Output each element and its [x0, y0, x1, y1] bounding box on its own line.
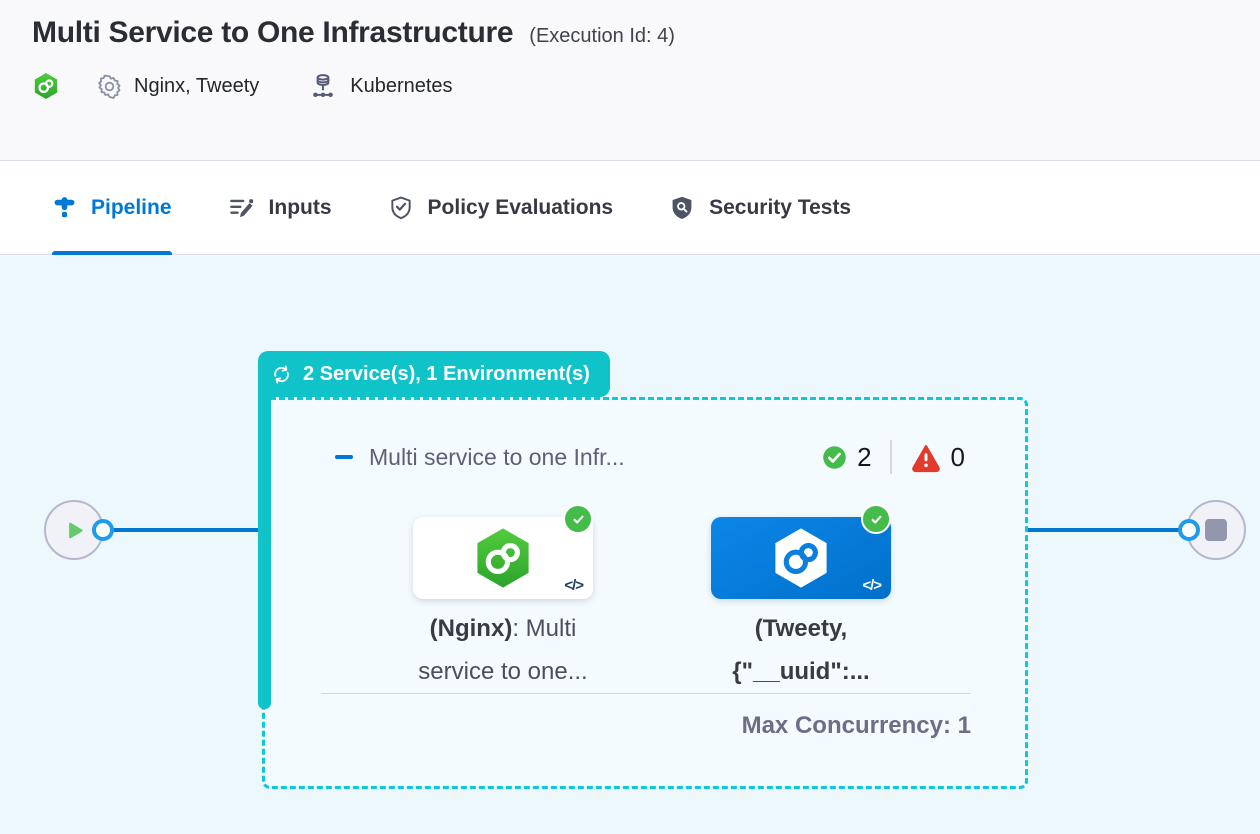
title-row: Multi Service to One Infrastructure (Exe… [32, 16, 1236, 50]
error-count: 0 [950, 441, 965, 472]
service-card-nginx[interactable]: </> [413, 504, 593, 599]
services-label: Nginx, Tweety [134, 74, 260, 97]
tab-policy-evaluations[interactable]: Policy Evaluations [388, 161, 614, 255]
tab-inputs-label: Inputs [268, 195, 332, 219]
tab-pipeline-label: Pipeline [91, 195, 172, 219]
execution-tabbar: Pipeline Inputs Policy Evaluations [0, 161, 1260, 255]
success-count: 2 [857, 441, 872, 472]
harness-service-icon [769, 526, 833, 590]
stage-group-box[interactable]: Multi service to one Infr... 2 [262, 397, 1028, 789]
start-node-port [92, 519, 114, 541]
kubernetes-icon [309, 72, 337, 100]
execution-id: (Execution Id: 4) [529, 25, 675, 47]
pipeline-canvas[interactable]: 2 Service(s), 1 Environment(s) Multi ser… [0, 255, 1260, 833]
service-name: (Tweety, [754, 615, 848, 642]
stage-title[interactable]: Multi service to one Infr... [369, 443, 625, 470]
environment-label: Kubernetes [350, 74, 453, 97]
stop-icon [1205, 519, 1227, 541]
tab-security-tests-label: Security Tests [709, 195, 852, 219]
tab-security-tests[interactable]: Security Tests [669, 161, 851, 255]
code-icon: </> [564, 577, 584, 594]
shield-search-icon [669, 195, 695, 221]
harness-service-icon [32, 72, 60, 100]
inputs-edit-icon [228, 194, 255, 221]
matrix-stage-badge[interactable]: 2 Service(s), 1 Environment(s) [258, 351, 610, 397]
success-check-badge [861, 504, 891, 534]
page-title: Multi Service to One Infrastructure [32, 16, 514, 49]
service-name: (Nginx) [429, 615, 513, 642]
pipeline-meta-row: Nginx, Tweety Kubernetes [32, 72, 1236, 100]
code-icon: </> [862, 577, 882, 594]
pipeline-icon [52, 195, 77, 220]
loop-icon [270, 363, 293, 386]
collapse-minus-icon[interactable] [335, 455, 353, 459]
service-label-nginx: (Nginx): Multi service to one... [418, 615, 588, 685]
count-divider [889, 440, 892, 474]
success-check-badge [563, 504, 593, 534]
service-label-tweety: (Tweety, {"__uuid":... [732, 615, 870, 685]
stage-badge-label: 2 Service(s), 1 Environment(s) [303, 362, 590, 385]
page-header: Multi Service to One Infrastructure (Exe… [0, 0, 1260, 161]
play-icon [61, 517, 87, 543]
stage-header: Multi service to one Infr... 2 [335, 440, 965, 474]
warning-triangle-icon [910, 441, 942, 473]
service-card-tweety[interactable]: </> [711, 504, 891, 599]
stage-badge-tail [258, 375, 271, 709]
check-circle-icon [821, 444, 848, 471]
tab-pipeline[interactable]: Pipeline [52, 161, 172, 255]
tab-policy-evaluations-label: Policy Evaluations [427, 195, 614, 219]
harness-service-icon [471, 526, 535, 590]
stage-status-counts: 2 0 [821, 440, 965, 474]
end-node-port [1178, 519, 1200, 541]
gear-icon [96, 73, 123, 100]
shield-check-icon [388, 195, 414, 221]
tab-inputs[interactable]: Inputs [228, 161, 332, 255]
stage-divider [321, 693, 971, 694]
max-concurrency-label: Max Concurrency: 1 [741, 712, 971, 739]
